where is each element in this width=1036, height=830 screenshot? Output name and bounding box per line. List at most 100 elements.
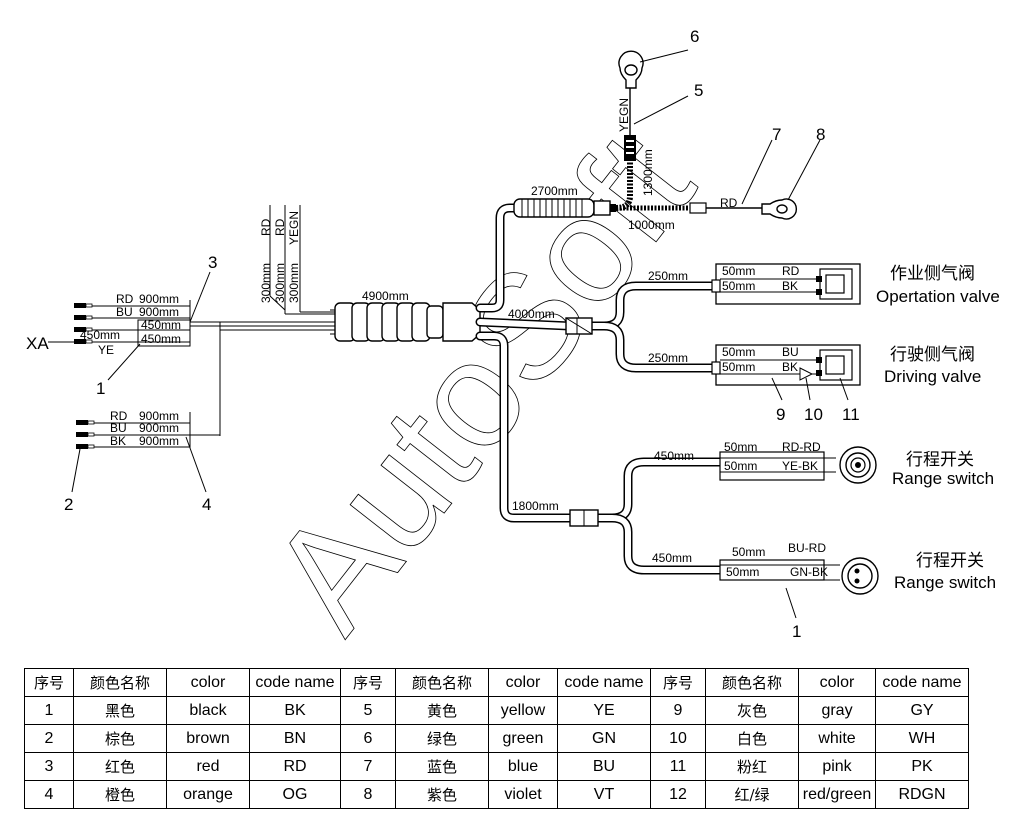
yegn-length: 1300mm <box>641 149 655 196</box>
callout-7: 7 <box>772 125 781 144</box>
legend-cell: RD <box>249 752 341 781</box>
callout-11: 11 <box>842 405 860 424</box>
wire-bk-bottom-length: 900mm <box>139 434 179 448</box>
driving-valve-cn-label: 行驶侧气阀 <box>890 345 975 364</box>
legend-cell: black <box>166 696 250 725</box>
vertical-wire-1-code: RD <box>259 218 273 236</box>
range-switch-1-wire1-code: RD-RD <box>782 440 821 454</box>
callout-1-right: 1 <box>792 622 801 641</box>
wire-bk-bottom-code: BK <box>110 434 126 448</box>
wire-bu-bottom-length: 900mm <box>139 421 179 435</box>
legend-cell: 6 <box>340 724 396 753</box>
operation-valve-en-label: Opertation valve <box>876 287 1000 306</box>
range-switch-2-wire1-code: BU-RD <box>788 541 826 555</box>
wire-bu-top-code: BU <box>116 305 133 319</box>
operation-valve-cn-label: 作业侧气阀 <box>890 264 975 283</box>
legend-cell: 黄色 <box>395 696 489 725</box>
legend-cell: 橙色 <box>73 780 167 809</box>
corrugated-sleeve-2700 <box>513 198 616 218</box>
legend-row: 1 黑色 black BK 5 黄色 yellow YE 9 灰色 gray G… <box>24 696 969 725</box>
legend-header-cell: 颜色名称 <box>395 668 489 697</box>
driving-valve-wire2-length: 50mm <box>722 360 755 374</box>
vertical-wire-2-code: RD <box>273 218 287 236</box>
legend-header-cell: 序号 <box>24 668 74 697</box>
range-switch-2-wire2-code: GN-BK <box>790 565 828 579</box>
callout-1-left: 1 <box>96 379 105 398</box>
callout-leaders <box>71 271 211 493</box>
legend-row: 2 棕色 brown BN 6 绿色 green GN 10 白色 white … <box>24 724 969 753</box>
legend-header-row: 序号 颜色名称 color code name 序号 颜色名称 color co… <box>24 668 969 697</box>
range-switch-2-cn-label: 行程开关 <box>916 551 984 570</box>
vertical-300mm-wires <box>269 205 335 315</box>
legend-cell: violet <box>488 780 558 809</box>
legend-cell: red <box>166 752 250 781</box>
legend-header-cell: color <box>798 668 876 697</box>
legend-cell: 白色 <box>705 724 799 753</box>
legend-header-cell: code name <box>875 668 969 697</box>
legend-cell: OG <box>249 780 341 809</box>
range-switch-1-en-label: Range switch <box>892 469 994 488</box>
callout-5: 5 <box>694 81 703 100</box>
legend-header-cell: code name <box>249 668 341 697</box>
legend-cell: 棕色 <box>73 724 167 753</box>
legend-cell: yellow <box>488 696 558 725</box>
legend-cell: PK <box>875 752 969 781</box>
wire-450-a-length: 450mm <box>141 318 181 332</box>
legend-cell: 粉红 <box>705 752 799 781</box>
wire-bu-bottom-code: BU <box>110 421 127 435</box>
driving-valve-branch-length: 250mm <box>648 351 688 365</box>
wire-rd-top-code: RD <box>116 292 134 306</box>
wire-rd-bottom-code: RD <box>110 409 128 423</box>
legend-cell: 9 <box>650 696 706 725</box>
vertical-wire-2-length: 300mm <box>273 263 287 303</box>
legend-cell: blue <box>488 752 558 781</box>
range-switch-2-wire1-length: 50mm <box>732 545 765 559</box>
harness-cables <box>475 203 725 575</box>
callout-8: 8 <box>816 125 825 144</box>
yegn-label: YEGN <box>617 98 631 132</box>
callout-3: 3 <box>208 253 217 272</box>
low-splice <box>569 509 599 527</box>
callout-4: 4 <box>202 495 211 514</box>
operation-valve-connector <box>711 263 861 305</box>
legend-cell: 12 <box>650 780 706 809</box>
legend-header-cell: color <box>488 668 558 697</box>
callout-2: 2 <box>64 495 73 514</box>
legend-cell: GN <box>557 724 651 753</box>
color-code-table: 序号 颜色名称 color code name 序号 颜色名称 color co… <box>24 668 969 809</box>
range-switch-1-branch-length: 450mm <box>654 449 694 463</box>
vertical-wire-1-length: 300mm <box>259 263 273 303</box>
legend-cell: orange <box>166 780 250 809</box>
driving-valve-wire1-length: 50mm <box>722 345 755 359</box>
legend-cell: 4 <box>24 780 74 809</box>
driving-valve-connector <box>711 344 861 401</box>
wire-450-side-length: 450mm <box>80 328 120 342</box>
operation-valve-wire1-length: 50mm <box>722 264 755 278</box>
legend-cell: 红色 <box>73 752 167 781</box>
legend-cell: green <box>488 724 558 753</box>
operation-valve-wire2-length: 50mm <box>722 279 755 293</box>
driving-valve-wire1-code: BU <box>782 345 799 359</box>
legend-header-cell: code name <box>557 668 651 697</box>
wire-ye-code: YE <box>98 343 114 357</box>
range-switch-1-wire2-length: 50mm <box>724 459 757 473</box>
callout-10: 10 <box>804 405 823 424</box>
legend-row: 3 红色 red RD 7 蓝色 blue BU 11 粉红 pink PK <box>24 752 969 781</box>
wiring-harness-diagram: AutoSoft XA RD 900mm BU 900mm 450mm 450m… <box>26 27 1000 660</box>
xa-connector-label: XA <box>26 334 49 353</box>
legend-cell: 2 <box>24 724 74 753</box>
rd-power-wire <box>616 139 821 220</box>
driving-valve-en-label: Driving valve <box>884 367 981 386</box>
operation-valve-wire2-code: BK <box>782 279 798 293</box>
legend-cell: 5 <box>340 696 396 725</box>
legend-cell: BU <box>557 752 651 781</box>
legend-cell: white <box>798 724 876 753</box>
wire-rd-bottom-length: 900mm <box>139 409 179 423</box>
legend-header-cell: 颜色名称 <box>705 668 799 697</box>
wire-450-b-length: 450mm <box>141 332 181 346</box>
legend-header-cell: 序号 <box>340 668 396 697</box>
wire-rd-top-length: 900mm <box>139 292 179 306</box>
mid-splice <box>565 317 593 335</box>
upper-branch-length: 2700mm <box>531 184 578 198</box>
vertical-wire-3-code: YEGN <box>287 211 301 245</box>
